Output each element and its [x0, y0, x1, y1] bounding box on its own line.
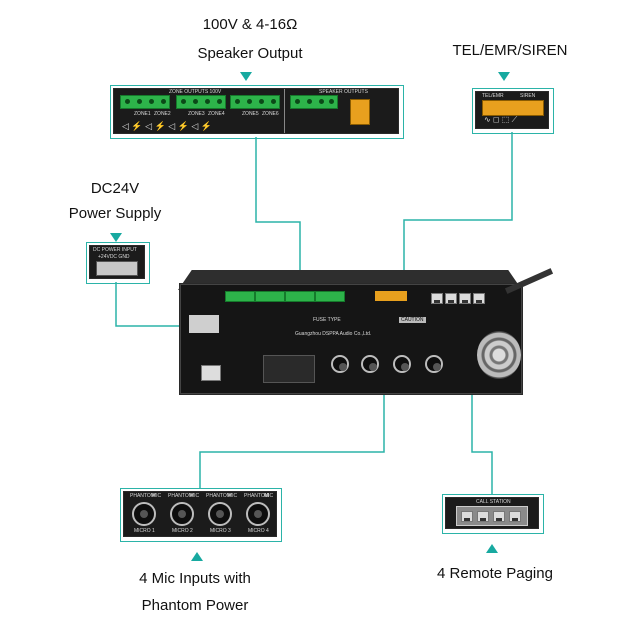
speaker-switch: [350, 99, 370, 125]
amp-rj45-2: [445, 293, 457, 304]
amp-mic-xlr-2: [361, 355, 379, 373]
mic3-mic-label: MIC: [228, 493, 238, 499]
mic4-xlr-icon: [246, 502, 270, 526]
zone3-label: ZONE3: [188, 111, 205, 117]
zone-terminal-1: [120, 95, 170, 109]
dc-power-panel-frame: [86, 242, 150, 284]
mic-input-line: [199, 390, 385, 488]
mic-inputs-arrow-icon: [191, 552, 203, 561]
speaker-output-title-line2: Speaker Output: [197, 45, 303, 62]
siren-label: SIREN: [520, 93, 536, 99]
amp-rca-block: [263, 355, 315, 383]
zone2-label: ZONE2: [154, 111, 171, 117]
dc24v-arrow-icon: [110, 233, 122, 242]
call-station-rj45-4: [509, 511, 521, 522]
speaker-symbol-icon: ◁ ⚡ ◁ ⚡ ◁ ⚡ ◁ ⚡: [122, 121, 213, 131]
mic3-name: MICRO 3: [210, 528, 231, 534]
tel-switch-icon: ∿ ◻ ⬚ ⟋: [484, 115, 518, 124]
mic2-xlr-icon: [170, 502, 194, 526]
dc24v-title-line1: DC24V: [90, 180, 140, 197]
tel-emr-siren-title: TEL/EMR/SIREN: [452, 42, 568, 59]
amp-zone-terminal-3: [285, 291, 315, 302]
dc-terminal-block: [96, 261, 138, 276]
amp-zone-terminal-1: [225, 291, 255, 302]
speaker-outputs-label: SPEAKER OUTPUTS: [319, 89, 368, 95]
mic-inputs-title-line2: Phantom Power: [141, 597, 249, 614]
amp-rj45-1: [431, 293, 443, 304]
mic2-phantom-label: PHANTOM: [168, 493, 193, 499]
remote-paging-arrow-icon: [486, 544, 498, 553]
amp-fan: [477, 331, 521, 379]
mic4-phantom-label: PHANTOM: [244, 493, 269, 499]
mic2-name: MICRO 2: [172, 528, 193, 534]
speaker-output-panel-frame: [110, 85, 404, 139]
amp-rj45-3: [459, 293, 471, 304]
amp-manufacturer-label: Guangzhou DSPPA Audio Co.,Ltd.: [295, 331, 372, 337]
zone-terminal-3: [230, 95, 280, 109]
amp-dc-terminal: [189, 315, 219, 333]
call-station-rj45-3: [493, 511, 505, 522]
call-station-panel-frame: [442, 494, 544, 534]
panel-divider: [284, 89, 285, 133]
amplifier-rear-panel: Guangzhou DSPPA Audio Co.,Ltd. FUSE TYPE…: [180, 284, 522, 394]
zone4-label: ZONE4: [208, 111, 225, 117]
mic2-mic-label: MIC: [190, 493, 200, 499]
call-station-rj45-1: [461, 511, 473, 522]
dc-power-line: [115, 282, 186, 327]
mic3-xlr-icon: [208, 502, 232, 526]
amp-rj45-4: [473, 293, 485, 304]
mic4-name: MICRO 4: [248, 528, 269, 534]
dc-power-input-label: DC POWER INPUT: [93, 247, 137, 253]
mic4-mic-label: MIC: [264, 493, 274, 499]
dc-power-panel: DC POWER INPUT +24VDC GND: [90, 246, 144, 278]
mic1-name: MICRO 1: [134, 528, 155, 534]
mic-panel-frame: [120, 488, 282, 542]
tel-emr-panel: TEL/EMR SIREN ∿ ◻ ⬚ ⟋: [476, 92, 548, 128]
mic1-mic-label: MIC: [152, 493, 162, 499]
zone6-label: ZONE6: [262, 111, 279, 117]
amp-mic-xlr-4: [425, 355, 443, 373]
call-station-panel: CALL STATION: [446, 498, 538, 528]
call-station-label: CALL STATION: [476, 499, 511, 505]
amp-mic-xlr-3: [393, 355, 411, 373]
tel-emr-label: TEL/EMR: [482, 93, 504, 99]
mic-panel: PHANTOM MIC PHANTOM MIC PHANTOM MIC PHAN…: [124, 492, 276, 536]
call-station-rj45-2: [477, 511, 489, 522]
zone-terminal-2: [176, 95, 226, 109]
call-station-port-plate: [456, 506, 528, 526]
speaker-terminal: [290, 95, 338, 109]
speaker-output-arrow-icon: [240, 72, 252, 81]
amp-fuse-type-label: FUSE TYPE: [313, 317, 341, 323]
mic-inputs-title-line1: 4 Mic Inputs with: [139, 570, 251, 587]
tel-emr-line: [403, 132, 513, 285]
speaker-output-panel: ZONE OUTPUTS 100V SPEAKER OUTPUTS ZONE1 …: [114, 89, 398, 133]
amp-tel-terminal: [375, 291, 407, 301]
mic1-phantom-label: PHANTOM: [130, 493, 155, 499]
dc-terminals-label: +24VDC GND: [98, 254, 130, 260]
tel-emr-panel-frame: [472, 88, 554, 134]
mic1-xlr-icon: [132, 502, 156, 526]
remote-paging-title: 4 Remote Paging: [437, 565, 553, 582]
tel-emr-arrow-icon: [498, 72, 510, 81]
amp-caution-label: CAUTION: [399, 317, 426, 323]
zone-outputs-label: ZONE OUTPUTS 100V: [169, 89, 222, 95]
mic3-phantom-label: PHANTOM: [206, 493, 231, 499]
speaker-output-line: [255, 137, 301, 292]
dc24v-title-line2: Power Supply: [68, 205, 162, 222]
tel-emr-terminal: [482, 100, 544, 116]
zone1-label: ZONE1: [134, 111, 151, 117]
amp-mic-xlr-1: [331, 355, 349, 373]
zone5-label: ZONE5: [242, 111, 259, 117]
amp-power-socket: [201, 365, 221, 381]
amp-speaker-terminal: [315, 291, 345, 302]
speaker-output-title-line1: 100V & 4-16Ω: [202, 16, 298, 33]
amp-zone-terminal-2: [255, 291, 285, 302]
